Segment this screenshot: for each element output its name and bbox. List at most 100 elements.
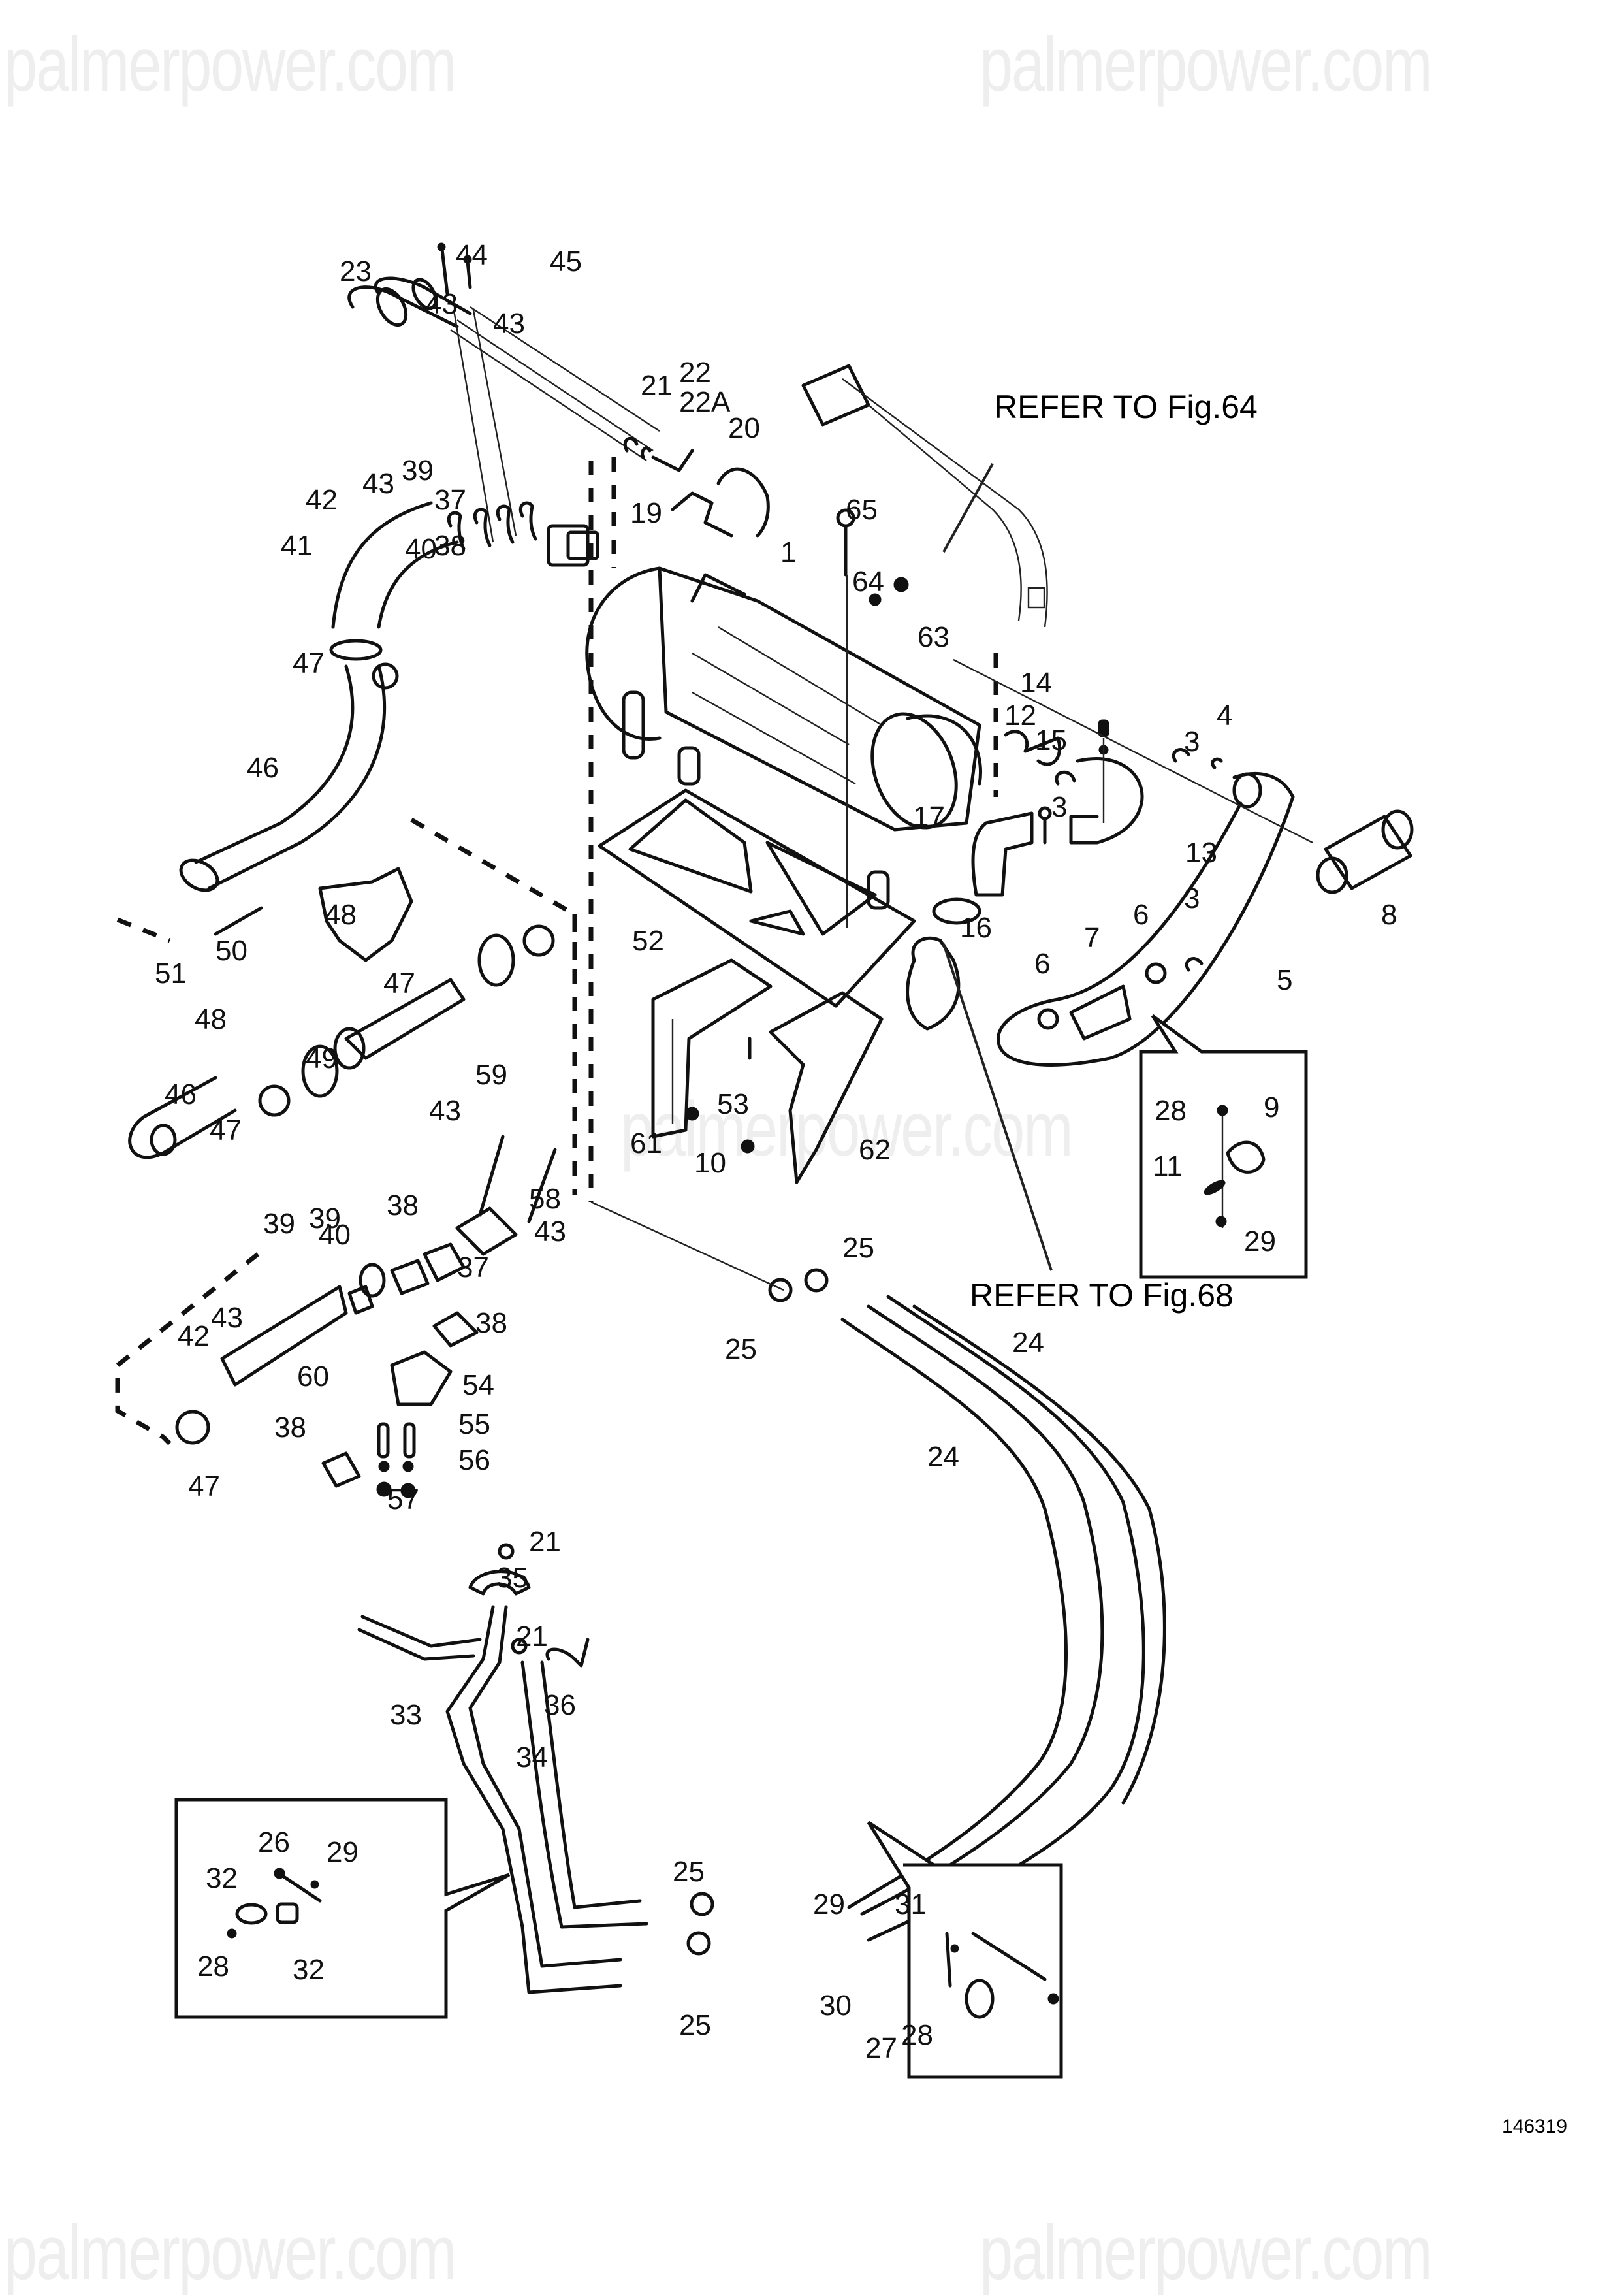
label-39: 39	[263, 1208, 295, 1240]
label-38: 38	[475, 1307, 507, 1339]
label-25: 25	[842, 1232, 874, 1264]
label-10: 10	[694, 1147, 726, 1179]
label-34: 34	[516, 1741, 548, 1773]
label-48: 48	[195, 1003, 227, 1035]
part-38-gasket-mid	[432, 1311, 479, 1348]
part-12-clip	[1004, 730, 1062, 766]
part-61-bracket	[651, 958, 773, 1139]
label-29: 29	[1244, 1225, 1276, 1257]
label-40: 40	[405, 533, 437, 565]
watermark-top-left: palmerpower.com	[4, 22, 457, 108]
label-20: 20	[728, 412, 760, 444]
label-39: 39	[402, 455, 434, 487]
part-8-fitting	[1316, 809, 1414, 894]
label-38: 38	[387, 1189, 419, 1221]
label-25: 25	[673, 1856, 705, 1888]
watermark-bottom-left: palmerpower.com	[4, 2210, 457, 2296]
upper-gaskets-39-40	[447, 501, 537, 551]
label-47: 47	[188, 1470, 220, 1502]
part-7-sleeve	[1069, 984, 1132, 1041]
part-5-hose	[997, 772, 1295, 1067]
watermark-top-right: palmerpower.com	[980, 22, 1433, 108]
label-47: 47	[293, 647, 325, 679]
figure-id: 146319	[1502, 2116, 1567, 2137]
label-57: 57	[387, 1483, 419, 1515]
watermark-bottom-right: palmerpower.com	[980, 2210, 1433, 2296]
dashed-bracket-60	[115, 1252, 260, 1446]
label-21: 21	[641, 370, 673, 402]
label-28: 28	[1155, 1095, 1187, 1127]
label-22: 22	[679, 357, 711, 389]
label-42: 42	[306, 484, 338, 516]
part-19-cover	[671, 491, 733, 538]
label-15: 15	[1035, 724, 1067, 756]
label-37: 37	[457, 1252, 489, 1284]
part-23-hose	[347, 276, 660, 461]
part-41-elbow-hose	[329, 501, 459, 661]
label-27: 27	[865, 2032, 897, 2064]
part-10-nut-62	[741, 1139, 755, 1154]
label-26: 26	[258, 1826, 290, 1858]
bolt-axis-lines	[453, 310, 517, 543]
label-4: 4	[1217, 700, 1232, 732]
assembly-dashed-lines	[115, 457, 998, 1446]
label-49: 49	[306, 1043, 338, 1075]
label-46: 46	[247, 752, 279, 784]
dashed-bracket-46	[116, 817, 577, 1195]
label-41: 41	[281, 530, 313, 562]
callout-labels: 1 3 3 3 4 5 6 6 7 8 9 10 11 12 13 14 15 …	[155, 239, 1397, 2064]
label-3: 3	[1051, 791, 1067, 823]
label-33: 33	[390, 1699, 422, 1731]
label-6: 6	[1034, 948, 1050, 980]
label-51: 51	[155, 958, 187, 990]
label-62: 62	[859, 1134, 891, 1166]
label-45: 45	[550, 246, 582, 278]
label-21: 21	[516, 1621, 548, 1653]
label-17: 17	[913, 801, 945, 833]
label-65: 65	[846, 494, 878, 526]
label-46: 46	[165, 1078, 197, 1110]
label-56: 56	[458, 1444, 490, 1476]
parts-47-clamps	[175, 662, 555, 1445]
axis-line-right	[953, 658, 1313, 844]
label-29: 29	[813, 1888, 845, 1920]
label-29: 29	[327, 1836, 359, 1868]
detail-box-left-lower	[174, 1798, 511, 2019]
watermark-center: palmerpower.com	[620, 1086, 1074, 1172]
label-25: 25	[725, 1333, 757, 1365]
part-37-block-upper	[547, 524, 599, 567]
label-9: 9	[1264, 1091, 1279, 1124]
leader-fig68	[942, 943, 1053, 1271]
label-36: 36	[544, 1689, 576, 1721]
label-38: 38	[274, 1412, 306, 1444]
label-38: 38	[434, 530, 466, 562]
part-44-bolt	[437, 242, 449, 296]
label-42: 42	[178, 1320, 210, 1352]
part-fig68-fitting	[906, 936, 961, 1031]
label-64: 64	[852, 566, 884, 598]
label-21: 21	[529, 1526, 561, 1558]
axis-line-25	[590, 1201, 784, 1291]
part-16-clamp	[932, 806, 1052, 925]
label-13: 13	[1185, 837, 1217, 869]
label-58: 58	[529, 1183, 561, 1215]
label-28: 28	[197, 1950, 229, 1982]
label-7: 7	[1084, 922, 1100, 954]
label-12: 12	[1004, 700, 1036, 732]
label-16: 16	[960, 912, 992, 944]
part-62-bracket	[769, 991, 884, 1184]
parts-48-spring-clamps	[301, 933, 515, 1098]
label-50: 50	[215, 935, 247, 967]
label-32: 32	[293, 1954, 325, 1986]
part-22-clip	[641, 446, 694, 472]
parts-55-studs	[377, 1422, 416, 1459]
label-30: 30	[820, 1990, 852, 2022]
label-43: 43	[534, 1216, 566, 1248]
part-49-pipe	[333, 978, 466, 1070]
label-5: 5	[1277, 964, 1292, 996]
reference-fig64: REFER TO Fig.64	[994, 389, 1258, 425]
label-47: 47	[383, 967, 415, 999]
label-43: 43	[426, 288, 458, 320]
parts-21-rings-lower	[498, 1543, 528, 1655]
detail-box-right	[1139, 1014, 1308, 1279]
